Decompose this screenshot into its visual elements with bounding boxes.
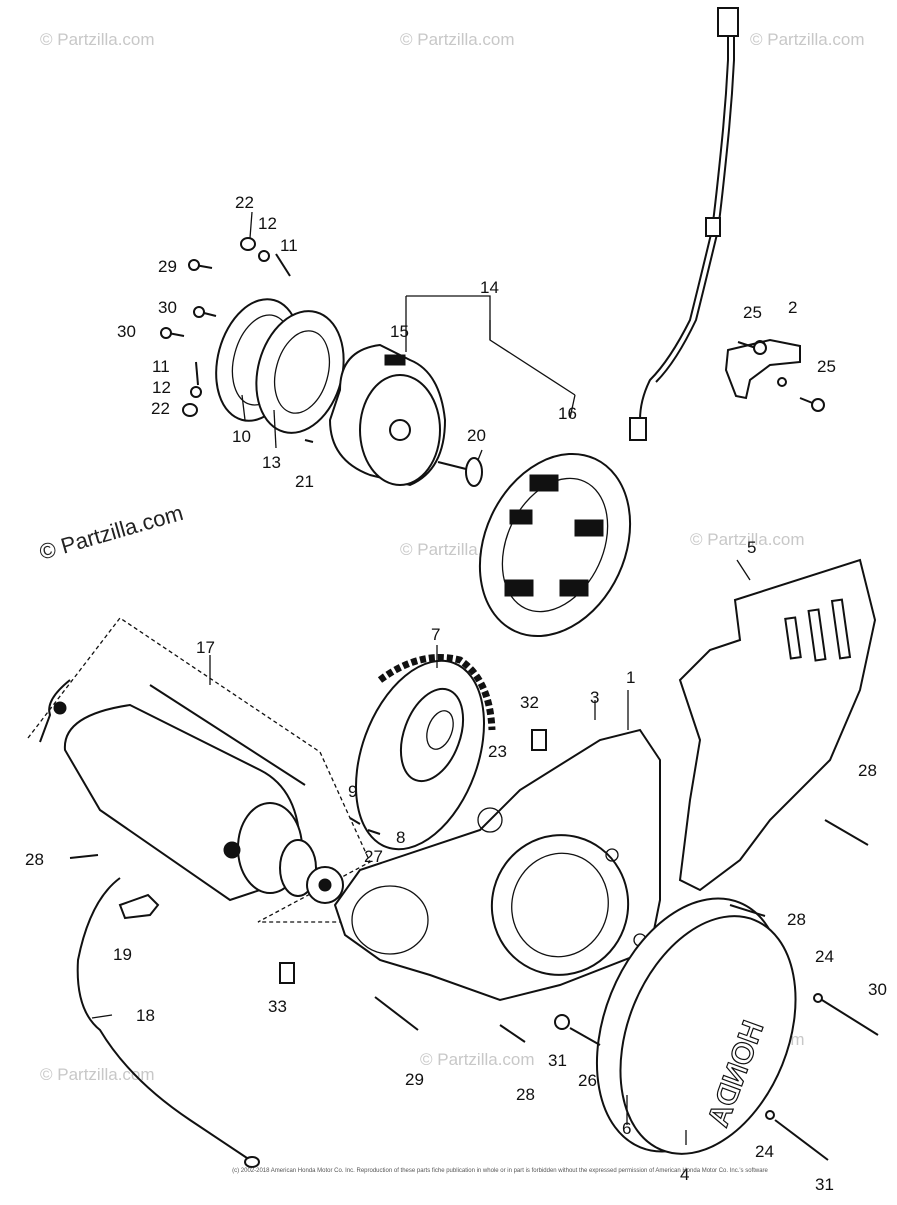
- misc-bolts: [69, 729, 879, 1161]
- callout-30: 30: [117, 322, 136, 341]
- callout-11: 11: [152, 357, 170, 376]
- rotor-part-15: [328, 343, 447, 487]
- callout-2: 2: [788, 298, 797, 317]
- callout-11: 11: [280, 236, 298, 255]
- sprocket-cover-part-5: [678, 558, 877, 892]
- callout-17: 17: [196, 638, 215, 657]
- callout-25: 25: [743, 303, 762, 322]
- crankcase-cover-part-1: [333, 728, 661, 1002]
- callout-28: 28: [787, 910, 806, 929]
- bolt-25: [737, 341, 825, 412]
- leader-lines: [91, 211, 751, 1145]
- callout-labels: 1 2 3 4 5 6 7 8 9 10 11 11 12 12 13 14 1…: [25, 193, 887, 1194]
- watermark: © Partzilla.com: [690, 530, 805, 549]
- callout-15: 15: [390, 322, 409, 341]
- watermark: © Partzilla.com: [40, 30, 155, 49]
- callout-28: 28: [516, 1085, 535, 1104]
- callout-8: 8: [396, 828, 405, 847]
- small-fasteners-left: [160, 237, 314, 443]
- callout-31: 30: [868, 980, 887, 999]
- callout-4: 4: [680, 1165, 689, 1184]
- callout-6: 6: [622, 1119, 631, 1138]
- terminal-part-19: [118, 893, 160, 920]
- watermark: © Partzilla.com: [40, 1065, 155, 1084]
- bolt-20: [437, 457, 483, 487]
- callout-30: 29: [158, 257, 177, 276]
- watermark-main: © Partzilla.com: [36, 500, 185, 565]
- callout-12: 12: [258, 214, 277, 233]
- callout-5: 5: [747, 538, 756, 557]
- callout-24: 24: [755, 1142, 774, 1161]
- copyright-notice: (c) 2002-2018 American Honda Motor Co. I…: [232, 1168, 768, 1174]
- callout-16: 16: [558, 404, 577, 423]
- callout-29: 29: [405, 1070, 424, 1089]
- callout-13: 13: [262, 453, 281, 472]
- callout-23: 23: [488, 742, 507, 761]
- starter-motor-part-17: [27, 617, 380, 923]
- watermark: © Partzilla.com: [400, 30, 515, 49]
- callout-32: 31: [548, 1051, 567, 1070]
- watermark: © Partzilla.com: [420, 1050, 535, 1069]
- callout-21: 21: [295, 472, 314, 491]
- callout-33: 33: [268, 997, 287, 1016]
- callout-31: 31: [815, 1175, 834, 1194]
- callout-25: 25: [817, 357, 836, 376]
- wire-harness: [629, 7, 739, 441]
- chain-part-7: [377, 654, 496, 731]
- callout-10: 10: [232, 427, 251, 446]
- callout-12: 12: [152, 378, 171, 397]
- callout-29: 28: [858, 761, 877, 780]
- callout-3: 3: [590, 688, 599, 707]
- callout-22: 22: [151, 399, 170, 418]
- callout-7: 7: [431, 625, 440, 644]
- callout-14: 14: [480, 278, 499, 297]
- stator-part-16: [478, 452, 632, 638]
- callout-26: 26: [578, 1071, 597, 1090]
- callout-33: 32: [520, 693, 539, 712]
- watermark: © Partzilla.com: [750, 30, 865, 49]
- callout-9: 9: [348, 782, 357, 801]
- callout-1: 1: [626, 668, 635, 687]
- callout-27: 27: [364, 847, 383, 866]
- sprocket-part-8: [355, 659, 485, 851]
- callout-30: 30: [158, 298, 177, 317]
- callout-22: 22: [235, 193, 254, 212]
- callout-24: 24: [815, 947, 834, 966]
- callout-20: 20: [467, 426, 486, 445]
- cable-part-18: [76, 877, 260, 1168]
- callout-19: 19: [113, 945, 132, 964]
- callout-18: 18: [136, 1006, 155, 1025]
- callout-28: 28: [25, 850, 44, 869]
